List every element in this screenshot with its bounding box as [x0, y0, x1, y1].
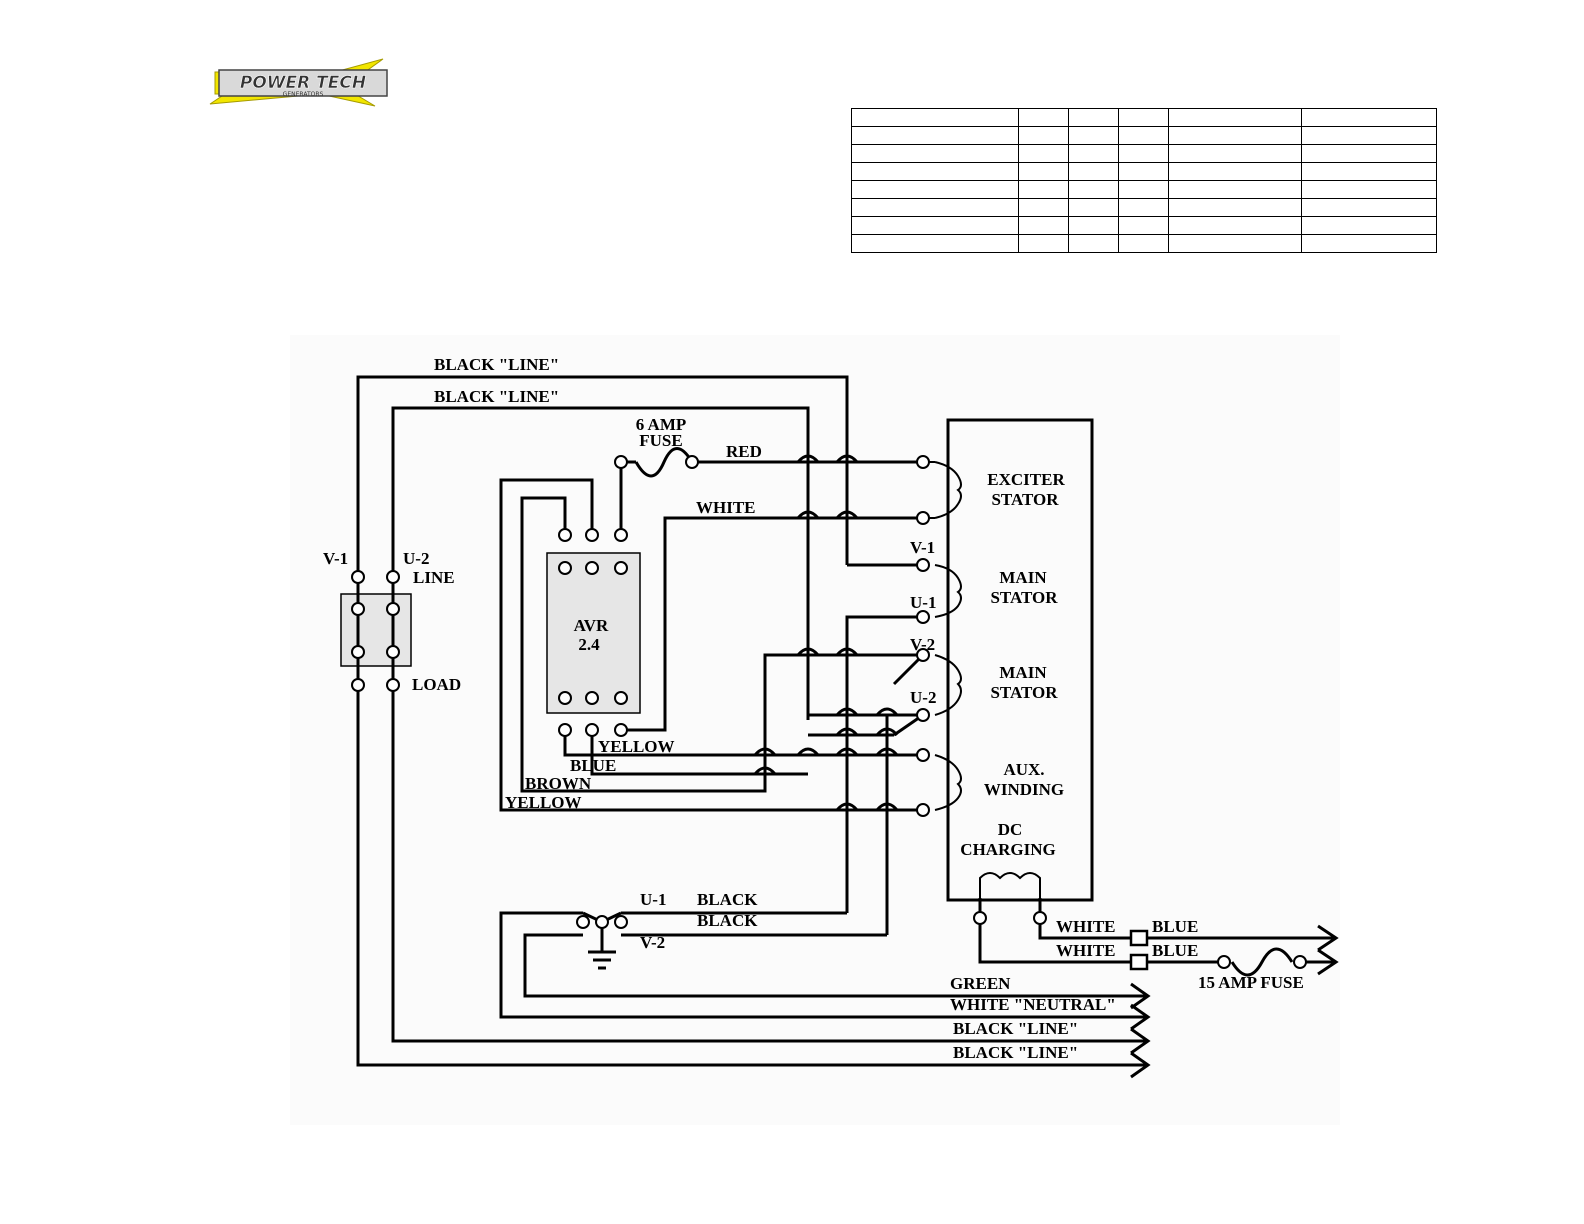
fuse-6amp-label-2: FUSE: [639, 431, 682, 450]
stator-v2-label: V-2: [910, 635, 935, 654]
exciter-coil: [934, 461, 962, 519]
output-arrow-neutral: [1130, 1003, 1151, 1031]
fuse-6amp-label-1: 6 AMP: [636, 415, 687, 434]
power-tech-logo: POWER TECH GENERATORS: [209, 58, 388, 107]
top-black-line-label-2: BLACK "LINE": [434, 387, 559, 406]
avr-label-2: 2.4: [578, 635, 600, 654]
logo-text: POWER TECH: [240, 73, 366, 93]
dc-arrow-2: [1317, 948, 1339, 976]
dc-connector-2: [1129, 953, 1149, 971]
breaker-line-label: LINE: [413, 568, 455, 587]
dc-charging-label-2: CHARGING: [960, 840, 1055, 859]
breaker-v1-label: V-1: [323, 549, 348, 568]
dc-white-label-1: WHITE: [1056, 917, 1116, 936]
main-stator-2-coil: [934, 654, 962, 716]
exciter-label-2: STATOR: [991, 490, 1059, 509]
aux-winding-label-2: WINDING: [984, 780, 1064, 799]
breaker-load-label: LOAD: [412, 675, 461, 694]
output-black-line-label-2: BLACK "LINE": [953, 1043, 1078, 1062]
avr-label-1: AVR: [574, 616, 609, 635]
main-stator-2-label-2: STATOR: [990, 683, 1058, 702]
info-table: [851, 108, 1437, 253]
avr-blue-label: BLUE: [570, 756, 616, 775]
main-stator-1-label-2: STATOR: [990, 588, 1058, 607]
avr-brown-loop: [520, 496, 923, 793]
junction-v2-label: V-2: [640, 933, 665, 952]
white-wire-label: WHITE: [696, 498, 756, 517]
main-stator-1-coil: [934, 564, 962, 618]
output-neutral-label: WHITE "NEUTRAL": [950, 995, 1116, 1014]
output-arrow-green: [1130, 982, 1151, 1010]
stator-v1-label: V-1: [910, 538, 935, 557]
avr-blue-wire: [590, 730, 808, 776]
fuse-15amp-symbol: [1230, 947, 1294, 977]
diagram-background: [290, 335, 1340, 1125]
dc-blue-label-1: BLUE: [1152, 917, 1198, 936]
junction-black-label-2: BLACK: [697, 911, 758, 930]
table-cell: [1301, 234, 1437, 253]
junction-black-label-1: BLACK: [697, 890, 758, 909]
avr-yellow-wire: [563, 730, 923, 757]
dc-arrow-1: [1317, 924, 1339, 952]
green-wire: [523, 933, 1148, 998]
terminals: [351, 455, 1307, 969]
dc-white-label-2: WHITE: [1056, 941, 1116, 960]
stator-u2-label: U-2: [910, 688, 936, 707]
dc-connector-1: [1129, 929, 1149, 947]
table-row: [851, 162, 1437, 181]
output-arrow-line-2: [1130, 1051, 1151, 1079]
table-row: [851, 126, 1437, 145]
junction-left-wire: [499, 911, 1148, 1019]
main-stator-2-label-1: MAIN: [999, 663, 1047, 682]
dc-blue-label-2: BLUE: [1152, 941, 1198, 960]
wire-crossovers: [753, 454, 899, 812]
avr-brown-label: BROWN: [525, 774, 592, 793]
main-stator-1-label-1: MAIN: [999, 568, 1047, 587]
stator-u1-label: U-1: [910, 593, 936, 612]
dc-charging-coil: [979, 872, 1041, 898]
breaker-box: [340, 593, 412, 667]
table-row: [851, 144, 1437, 163]
avr-yellow-loop: [499, 478, 923, 812]
exciter-label-1: EXCITER: [987, 470, 1065, 489]
avr-yellow-label-1: YELLOW: [598, 737, 675, 756]
fuse-15amp-label: 15 AMP FUSE: [1198, 973, 1304, 992]
breaker-u2-label: U-2: [403, 549, 429, 568]
avr-yellow-label-2: YELLOW: [505, 793, 582, 812]
table-row: [851, 198, 1437, 217]
aux-winding-label-1: AUX.: [1003, 760, 1044, 779]
dc-charging-label-1: DC: [998, 820, 1023, 839]
logo-plate: [218, 69, 388, 97]
output-green-label: GREEN: [950, 974, 1011, 993]
avr-box: [546, 552, 641, 714]
red-wire-label: RED: [726, 442, 762, 461]
black-line-wire-2: [391, 406, 1148, 1043]
aux-winding-coil: [934, 754, 962, 811]
output-arrow-line-1: [1130, 1027, 1151, 1055]
top-black-line-label-1: BLACK "LINE": [434, 355, 559, 374]
table-row: [851, 180, 1437, 199]
logo-subtext: GENERATORS: [283, 91, 324, 98]
white-wire: [621, 516, 923, 732]
table-row: [851, 234, 1437, 253]
fuse-6amp-symbol: [634, 447, 694, 478]
output-black-line-label-1: BLACK "LINE": [953, 1019, 1078, 1038]
u1-stator-wire: [845, 615, 923, 913]
junction-u1-label: U-1: [640, 890, 666, 909]
black-line-wire-1: [356, 375, 1148, 1067]
